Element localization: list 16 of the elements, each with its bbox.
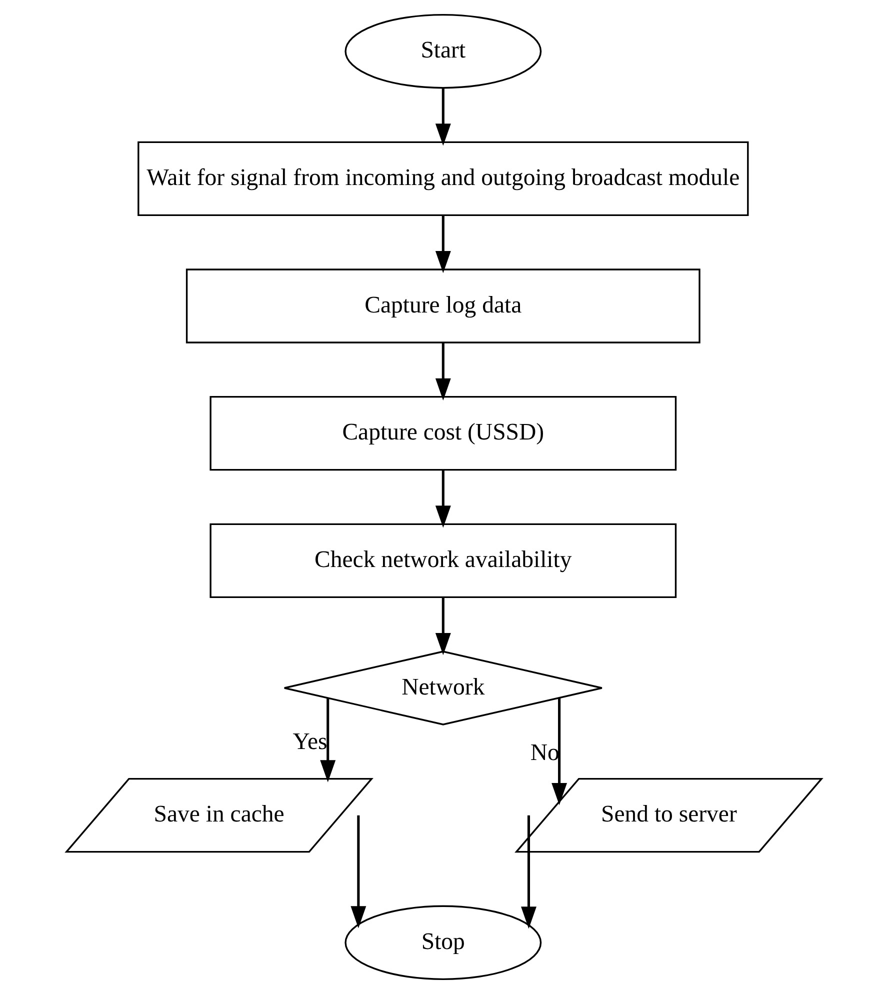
- arrow: [520, 815, 536, 929]
- node-box: Capture cost (USSD): [209, 396, 676, 471]
- node-box: Capture log data: [185, 268, 700, 344]
- node-box: Wait for signal from incoming and outgoing broadcast module: [137, 141, 748, 216]
- arrow: [320, 698, 336, 782]
- arrow: [551, 698, 567, 806]
- node-ellipse: Start: [344, 14, 542, 89]
- arrow: [434, 598, 450, 656]
- node-diamond: Network: [283, 650, 602, 726]
- arrow: [434, 470, 450, 528]
- arrow: [434, 88, 450, 146]
- node-box: Check network availability: [209, 523, 676, 598]
- arrow: [434, 342, 450, 400]
- edge-label: Yes: [292, 728, 327, 755]
- arrow: [350, 815, 366, 928]
- arrow: [434, 216, 450, 274]
